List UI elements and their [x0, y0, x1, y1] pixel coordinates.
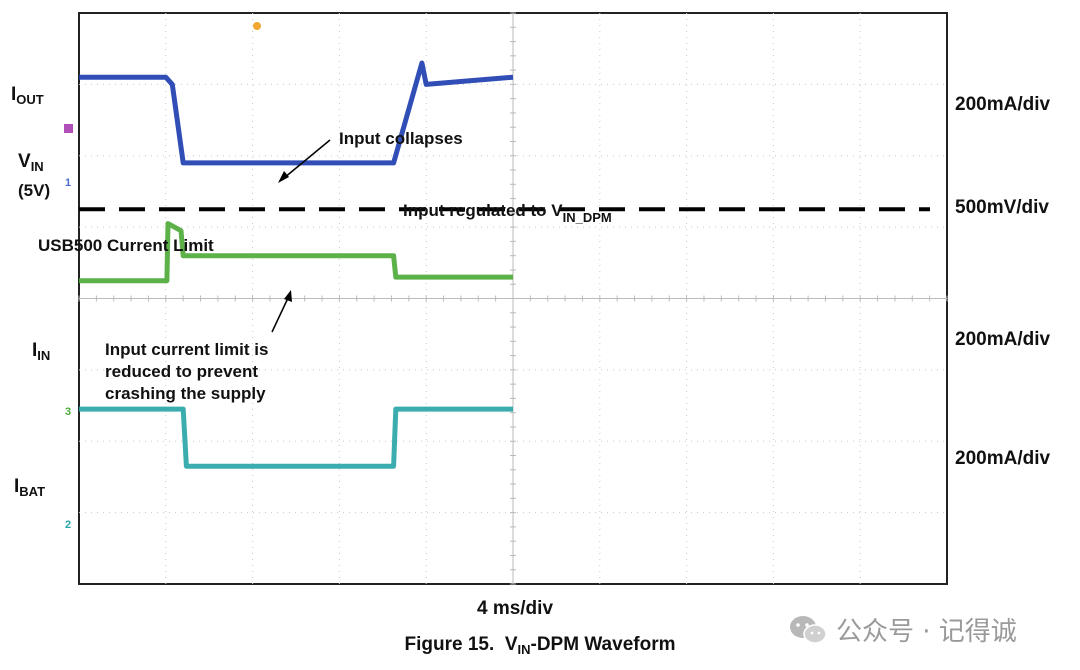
trace-vin: [79, 60, 514, 166]
channel-marker-iin: 3: [65, 406, 71, 418]
channel-label-vin: VIN (5V): [18, 151, 51, 200]
annotation-input-collapses: Input collapses: [339, 129, 463, 148]
channel-label-iout: IOUT: [11, 84, 44, 107]
annotation-input-current-limit-line-2: reduced to prevent: [105, 362, 258, 381]
iout-channel-marker: [64, 124, 73, 133]
scope-traces: [79, 60, 514, 469]
scale-iout: 200mA/div: [955, 94, 1050, 115]
input-collapses-arrow: [283, 139, 331, 179]
scale-iin: 200mA/div: [955, 329, 1050, 350]
input-current-limit-arrowhead: [284, 290, 292, 302]
trace-iin: [79, 221, 513, 284]
annotation-input-regulated: Input regulated to VIN_DPM: [403, 201, 612, 225]
channel-marker-vin: 1: [65, 177, 71, 189]
input-collapses-arrowhead: [278, 171, 289, 183]
channel-label-ibat: IBAT: [14, 476, 46, 499]
scale-ibat: 200mA/div: [955, 448, 1050, 469]
timebase-label: 4 ms/div: [476, 598, 554, 619]
annotation-input-current-limit-line-1: Input current limit is: [105, 340, 268, 359]
wechat-icon: [790, 615, 827, 644]
trigger-marker: [253, 22, 261, 30]
channel-marker-ibat: 2: [65, 519, 71, 531]
watermark: 公众号 · 记得诚: [788, 611, 1017, 648]
scope-grid: [78, 12, 948, 585]
figure-caption: Figure 15. VIN-DPM Waveform: [404, 634, 676, 657]
trace-ibat: [79, 406, 513, 469]
scale-vin: 500mV/div: [955, 197, 1049, 218]
input-current-limit-arrow: [271, 297, 289, 333]
annotation-arrows: [271, 139, 331, 333]
usb500-current-limit-label: USB500 Current Limit: [38, 236, 214, 255]
annotation-input-current-limit-line-3: crashing the supply: [105, 384, 266, 403]
channel-label-iin: IIN: [32, 340, 51, 363]
oscilloscope-chart: USB500 Current Limit 1 3 2 Input collaps…: [38, 12, 1050, 585]
channel-markers: 1 3 2: [65, 177, 71, 531]
